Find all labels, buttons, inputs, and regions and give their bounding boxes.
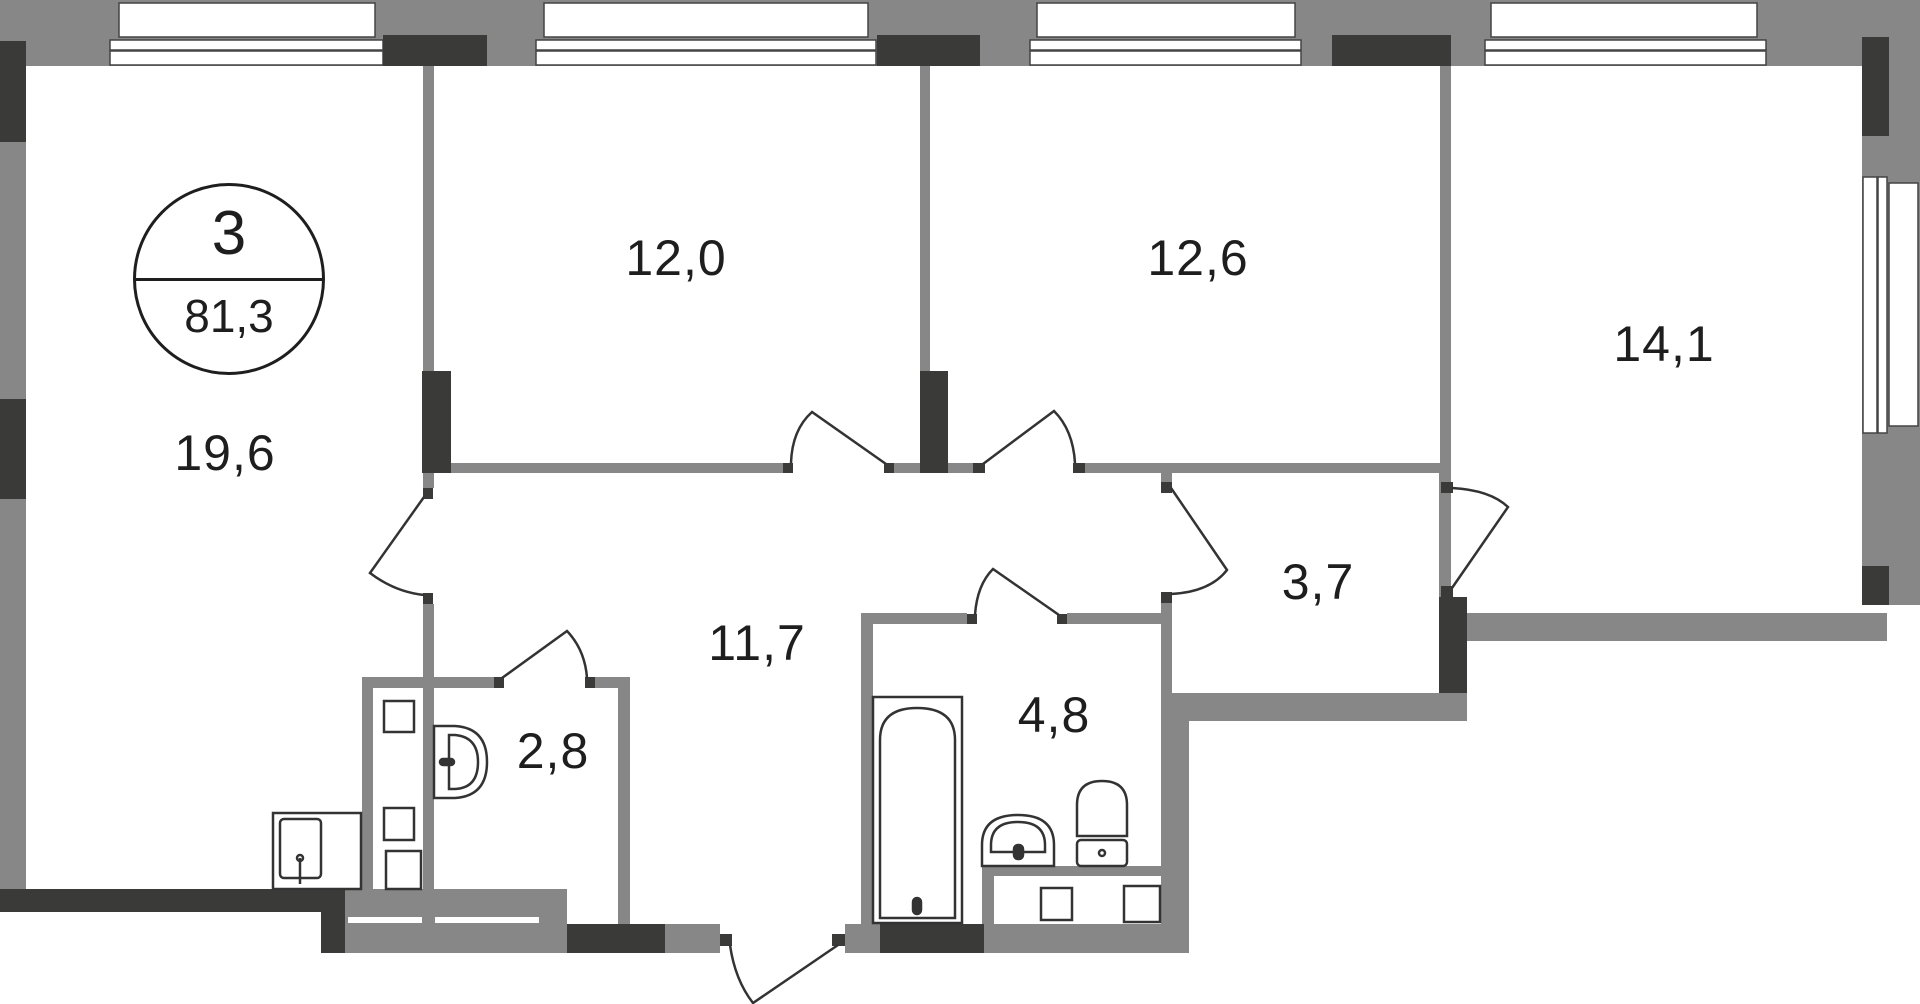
badge-divider: [136, 278, 322, 281]
window-3: [1029, 2, 1302, 66]
room-area-bedroom-1: 12,0: [625, 230, 727, 286]
window-2: [535, 2, 877, 66]
door-bathroom: [967, 567, 1067, 624]
fixtures: [271, 695, 1162, 925]
shaft-box: [1039, 886, 1074, 922]
doors: [368, 409, 1510, 1004]
room-area-bathroom: 4,8: [1017, 687, 1091, 743]
rooms-count: 3: [211, 199, 247, 268]
shaft-box: [384, 849, 423, 891]
room-area-bedroom-2: 12,6: [1147, 230, 1249, 286]
room-area-living-room: 19,6: [174, 425, 276, 481]
door-toilet: [494, 629, 595, 688]
window-4: [1484, 2, 1767, 66]
wall-slots: [348, 917, 539, 923]
dark-structural-columns: [0, 35, 1889, 953]
door-living-room: [368, 488, 433, 604]
door-entrance: [720, 934, 845, 1004]
toilet-icon: [1075, 779, 1129, 868]
windows: [109, 2, 1919, 434]
apartment-summary-badge: 3 81,3: [133, 183, 325, 375]
interior-walls: [345, 66, 1467, 953]
toilet-sink-icon: [432, 724, 489, 800]
door-bedroom-3: [1441, 482, 1510, 598]
window-5-side: [1862, 176, 1919, 434]
total-area: 81,3: [184, 290, 274, 342]
bathroom-sink-icon: [980, 813, 1056, 868]
bathtub-icon: [871, 695, 964, 925]
shaft-box: [382, 806, 416, 842]
room-area-wardrobe: 3,7: [1281, 554, 1355, 610]
shaft-box: [1122, 884, 1162, 924]
door-bedroom-1: [783, 410, 894, 473]
door-wardrobe: [1161, 482, 1229, 603]
exterior-walls: [0, 0, 1920, 890]
room-area-hallway: 11,7: [708, 615, 806, 671]
room-area-toilet: 2,8: [516, 723, 590, 779]
window-1: [109, 2, 384, 66]
kitchen-sink-icon: [271, 811, 363, 891]
door-bedroom-2: [973, 409, 1085, 473]
shaft-box: [382, 699, 416, 734]
room-area-bedroom-3: 14,1: [1613, 316, 1715, 372]
